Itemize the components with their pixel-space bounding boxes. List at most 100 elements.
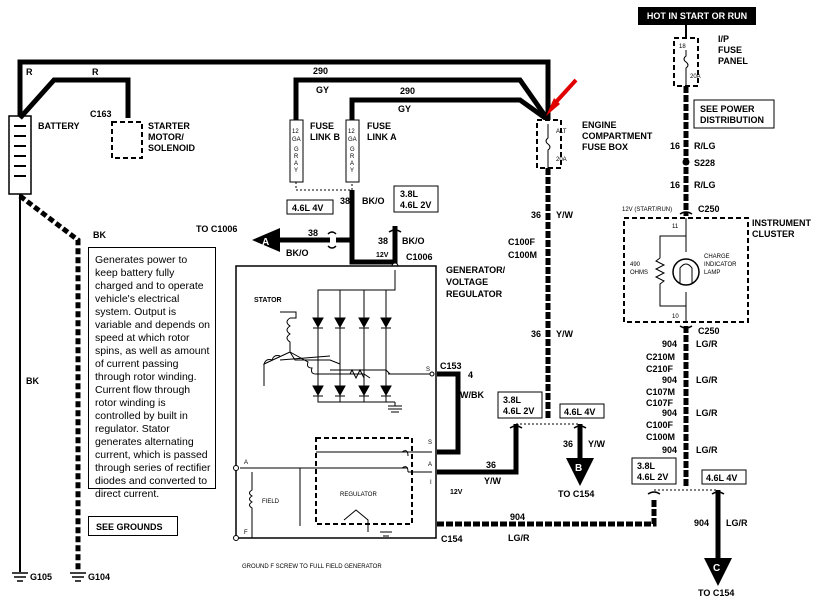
wire-36-yw-to-generator[interactable] — [437, 424, 519, 475]
fuse-link-a-label-1: FUSE — [367, 121, 391, 131]
engine-46-4v-text-mid: 4.6L 4V — [564, 407, 595, 417]
c100-connector-right — [647, 491, 725, 495]
to-c154-label-c: TO C154 — [698, 588, 734, 598]
wire-r-starter[interactable] — [18, 77, 131, 120]
pointer-arrow-shaft — [554, 78, 578, 104]
pointer-arrow-icon — [546, 98, 560, 116]
s228-label: S228 — [694, 158, 715, 168]
stator-phase-lines — [279, 351, 391, 379]
engine-46-4v-text-right: 4.6L 4V — [706, 473, 737, 483]
wire-290-gy-link-a[interactable] — [349, 97, 550, 123]
to-c1006-label: TO C1006 — [196, 224, 237, 234]
resistor-label-1: 490 — [630, 262, 641, 268]
wire-904-lgr[interactable] — [437, 498, 657, 527]
generator-description: Generates power to keep battery fully ch… — [88, 247, 216, 500]
wire-bko-label-left: BK/O — [286, 248, 309, 258]
engine-fuse-box-label-1: ENGINE — [582, 120, 617, 130]
wire-lgr-label-5: LG/R — [726, 518, 748, 528]
stator-winding-icon — [263, 311, 330, 386]
to-c154-label-b: TO C154 — [558, 489, 594, 499]
engine-fuse-box[interactable] — [536, 119, 562, 169]
see-power-distribution-box[interactable] — [693, 99, 775, 129]
engine-fuse-box-label-2: COMPARTMENT — [582, 131, 653, 141]
resistor-icon — [654, 257, 666, 290]
ref-c-marker — [704, 558, 732, 586]
fuse-link-a-label-2: LINK A — [367, 132, 397, 142]
fuse-link-a-text-2: GA — [348, 137, 357, 143]
g104-label: G104 — [88, 572, 110, 582]
regulator-box[interactable] — [315, 437, 413, 525]
see-grounds-box[interactable]: SEE GROUNDS — [88, 516, 178, 536]
wire-r-starter-label: R — [92, 67, 99, 77]
c1006-right-connector — [388, 229, 402, 233]
fuse-link-b-text-2: GA — [292, 137, 301, 143]
fuse-link-b-text-1: 12 — [292, 129, 299, 135]
wire-yw-label-4: Y/W — [484, 476, 502, 486]
pin-s-lower-label: S — [428, 440, 432, 446]
pin-s-upper[interactable] — [429, 371, 435, 377]
ref-b-text: B — [575, 463, 582, 474]
fuse-link-b-text-5: A — [294, 161, 298, 167]
pin-a-left[interactable] — [233, 465, 239, 471]
c100m-label-top: C100M — [508, 250, 537, 260]
ip-fuse-panel-label-2: FUSE — [718, 45, 742, 55]
wire-36-label-3: 36 — [563, 439, 573, 449]
fuse-link-b-text-4: R — [294, 154, 299, 160]
s228-splice — [682, 158, 690, 166]
wire-4-wbk[interactable] — [437, 371, 461, 455]
wire-36-label-1: 36 — [531, 210, 541, 220]
wire-r-main[interactable] — [17, 59, 551, 120]
pin-12v-top: 12V — [376, 252, 389, 259]
wire-290-label-b: 290 — [313, 66, 328, 76]
wire-38-label-upper: 38 — [340, 196, 350, 206]
c250-label-top: C250 — [698, 204, 720, 214]
lamp-label-1: CHARGE — [704, 254, 730, 260]
c250-top-connector — [679, 211, 693, 215]
alt-fuse-element — [545, 124, 551, 168]
c250-label-bottom: C250 — [698, 326, 720, 336]
wire-16-label-1: 16 — [670, 141, 680, 151]
pin-i-label: I — [430, 480, 432, 486]
ip-fuse-amp: 20A — [690, 74, 701, 80]
engine-38-text-top: 3.8L — [400, 189, 419, 199]
battery-label: BATTERY — [38, 121, 80, 131]
c1006-left-connector — [327, 231, 337, 249]
wire-904-label-1: 904 — [662, 339, 677, 349]
starter-motor-box[interactable] — [111, 121, 143, 159]
lamp-filament — [679, 263, 693, 284]
fuse-link-a-text-5: A — [350, 161, 354, 167]
wire-yw-label-1: Y/W — [556, 210, 574, 220]
c100f-label-top: C100F — [508, 237, 536, 247]
instrument-cluster-label-2: CLUSTER — [752, 229, 795, 239]
wire-904-label-5: 904 — [694, 518, 709, 528]
wire-rlg-label-1: R/LG — [694, 141, 716, 151]
c210f-label: C210F — [646, 364, 674, 374]
wire-yw-label-3: Y/W — [588, 439, 606, 449]
wire-lgr-label-4: LG/R — [696, 445, 718, 455]
c107m-label: C107M — [646, 387, 675, 397]
wire-290-gy-link-b[interactable] — [293, 77, 551, 122]
resistor-label-2: OHMS — [630, 270, 648, 276]
engine-46-4v-box-top — [286, 199, 334, 215]
wire-38-bko-b-plus[interactable] — [349, 190, 395, 265]
fuse-link-a[interactable] — [345, 119, 360, 183]
wire-38-label-right: 38 — [378, 236, 388, 246]
wire-bk-ground-g104[interactable] — [18, 194, 81, 572]
engine-46-4v-box-right — [701, 469, 747, 485]
fuse-link-a-text-1: 12 — [348, 129, 355, 135]
engine-46-4v-text-top: 4.6L 4V — [292, 203, 323, 213]
wire-lgr-label-2: LG/R — [696, 375, 718, 385]
pin-f-left[interactable] — [233, 535, 239, 541]
alt-fuse-label: ALT — [556, 129, 567, 135]
regulator-connections — [299, 450, 432, 532]
wire-904-label-2: 904 — [662, 375, 677, 385]
c153-label: C153 — [440, 361, 462, 371]
ground-g104-icon — [70, 572, 86, 582]
pin-f-left-label: F — [244, 530, 248, 536]
power-dist-label-2: DISTRIBUTION — [700, 115, 764, 125]
wire-lgr-label-3: LG/R — [696, 408, 718, 418]
wire-bk-label-side: BK — [26, 376, 39, 386]
c210m-label: C210M — [646, 352, 675, 362]
c163-label: C163 — [90, 109, 112, 119]
